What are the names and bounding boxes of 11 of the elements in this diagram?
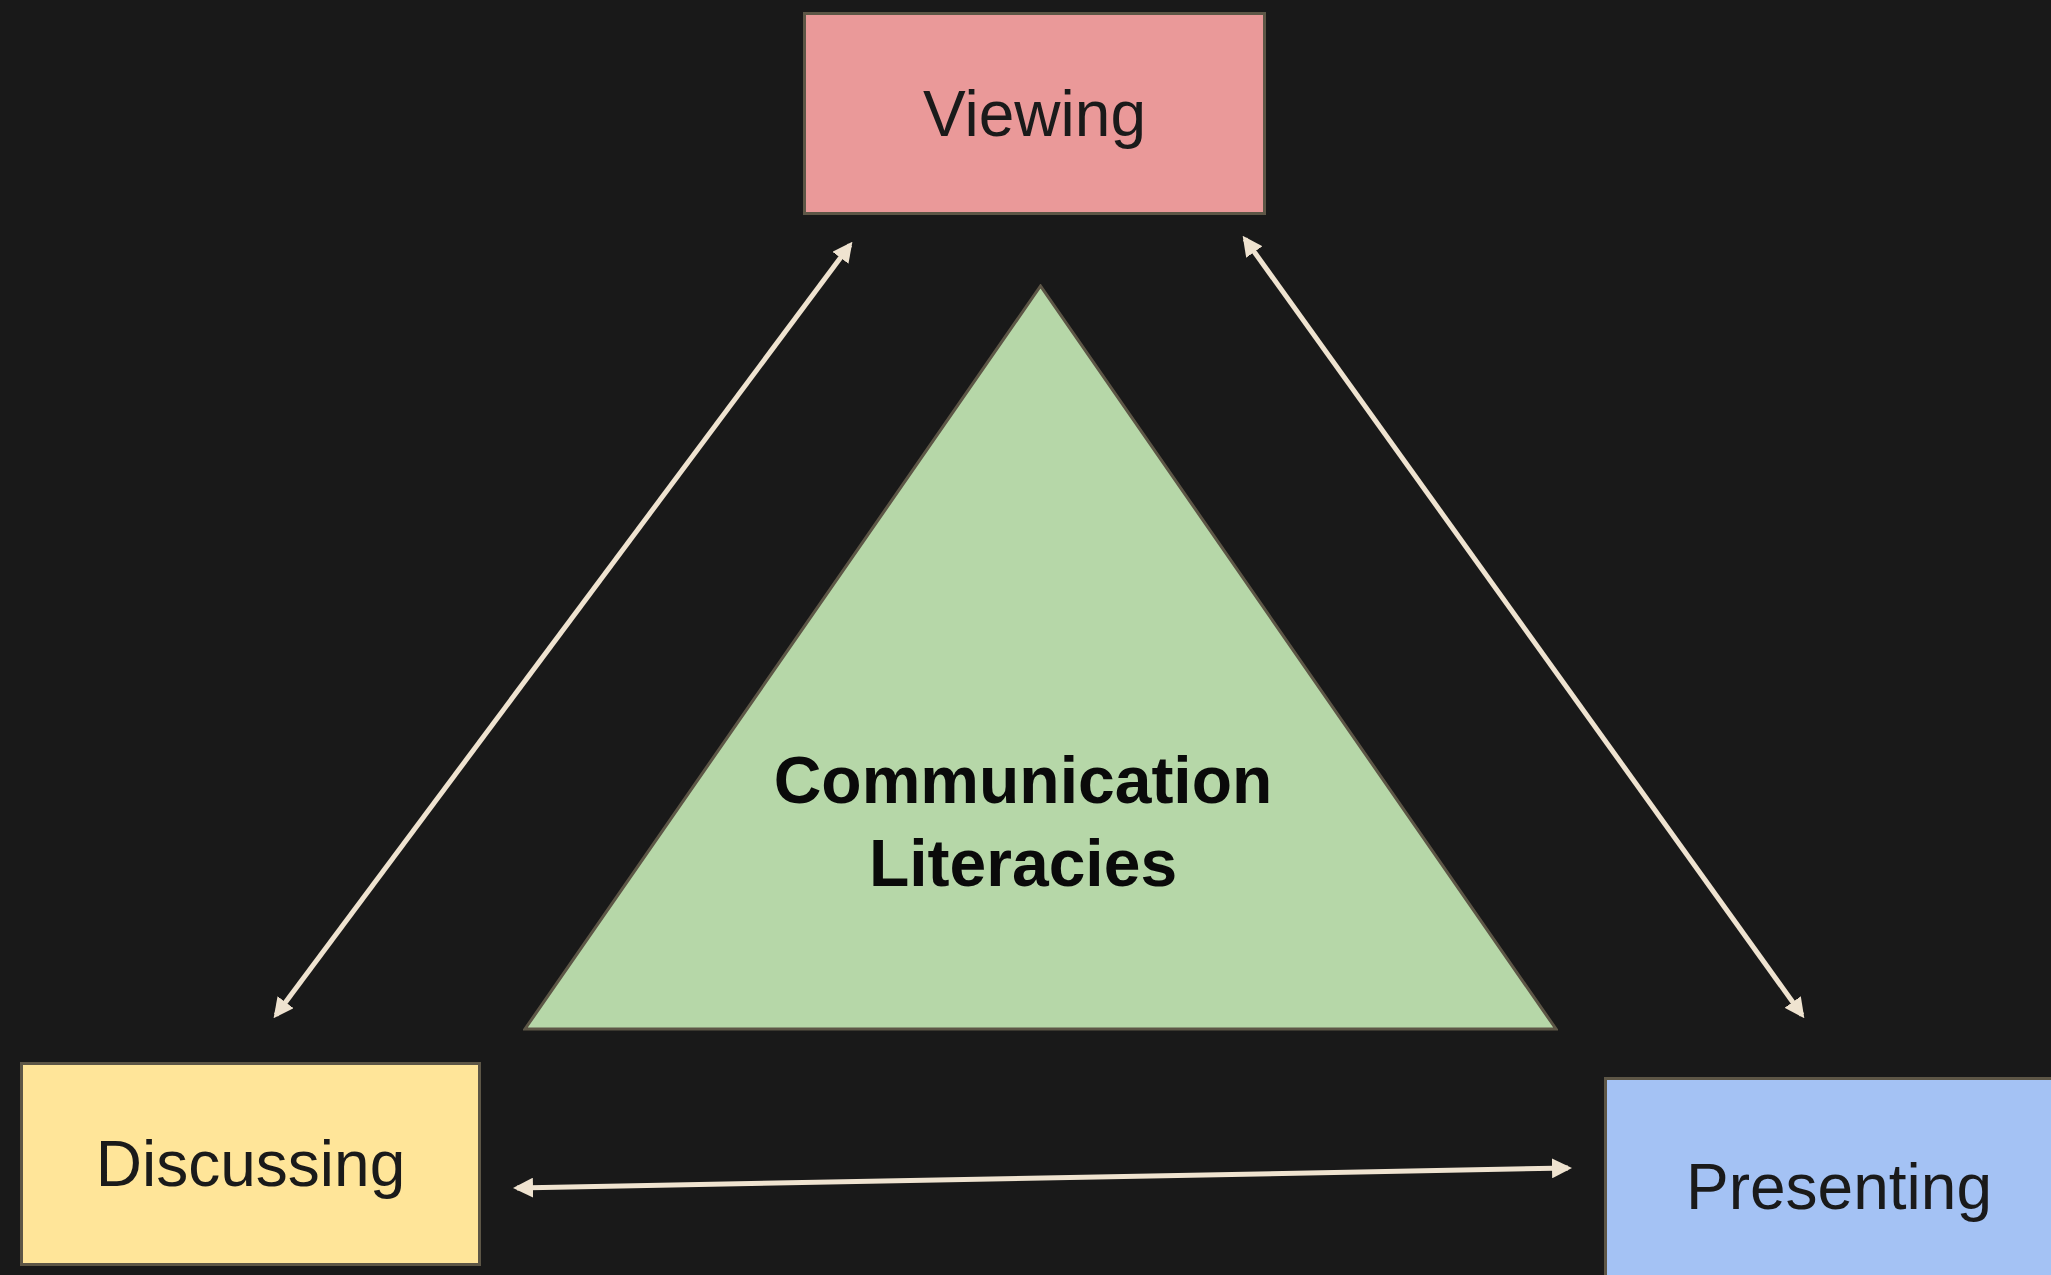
node-label: Viewing [923,76,1146,151]
double-arrow [1242,235,1805,1019]
center-label: Communication Literacies [772,742,1274,902]
triangle-shape [523,284,1558,1031]
double-arrow [513,1158,1572,1198]
node-label: Discussing [95,1127,406,1201]
process-box [803,12,1266,215]
node-label: Presenting [1686,1150,1992,1224]
process-box [1604,1077,2051,1275]
double-arrow [273,241,853,1019]
process-box [20,1062,481,1266]
